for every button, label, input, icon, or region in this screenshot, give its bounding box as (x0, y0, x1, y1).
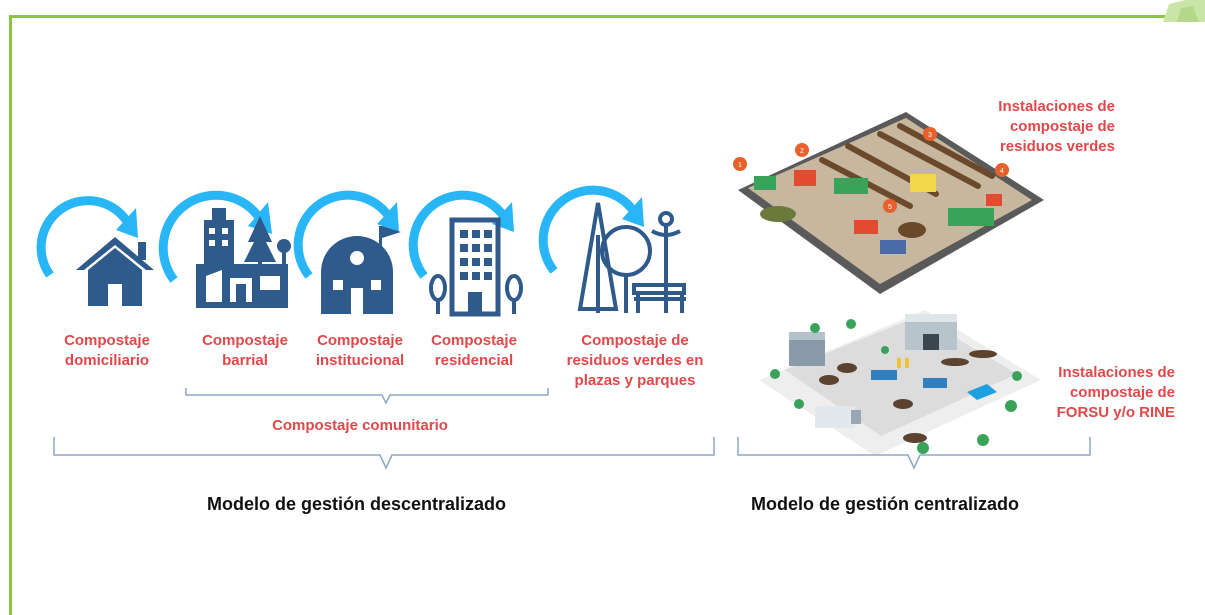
park-icon (538, 185, 686, 313)
illustration-number: 2 (800, 148, 804, 155)
title-modelo-centralizado: Modelo de gestión centralizado (751, 494, 1020, 514)
bracket-centralizado (737, 437, 1091, 470)
neighborhood-icon (158, 190, 291, 308)
label-compostaje-comunitario: Compostaje comunitario (272, 417, 448, 434)
bracket-comunitario (185, 388, 549, 405)
label-instalaciones-forsu-rine: Instalaciones de compostaje de FORSU y/o… (1056, 364, 1175, 421)
label-compostaje-institucional: Compostaje institucional (315, 332, 405, 369)
title-modelo-descentralizado: Modelo de gestión descentralizado (207, 494, 507, 514)
label-compostaje-residencial: Compostaje residencial (431, 332, 517, 369)
house-icon (36, 196, 154, 306)
illustration-number: 5 (888, 204, 892, 211)
corner-decoration (1163, 0, 1205, 22)
content-frame (9, 15, 1205, 615)
forsu-facility-illustration (759, 310, 1041, 456)
label-compostaje-barrial: Compostaje barrial (202, 332, 288, 369)
label-compostaje-domiciliario: Compostaje domiciliario (64, 332, 150, 369)
illustration-number: 1 (738, 162, 742, 169)
illustration-number: 3 (928, 132, 932, 139)
grouping-brackets (53, 388, 1091, 470)
bracket-descentralizado (53, 437, 715, 470)
label-compostaje-plazas-parques: Compostaje de residuos verdes en plazas … (566, 332, 704, 389)
green-waste-facility-illustration: 1 2 3 4 5 (733, 112, 1044, 294)
residential-building-icon (408, 190, 523, 317)
institution-icon (293, 190, 401, 314)
illustration-number: 4 (1000, 168, 1004, 175)
label-instalaciones-residuos-verdes: Instalaciones de compostaje de residuos … (998, 98, 1115, 155)
